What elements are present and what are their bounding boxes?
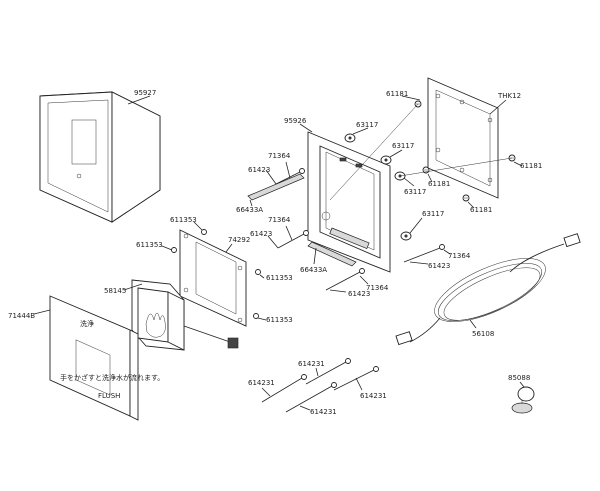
label-61181-d: 61181 [470,206,492,214]
bolts-614231 [261,358,379,413]
label-611353-a: 611353 [170,216,197,224]
label-71444B: 71444B [8,312,35,320]
rails-66433A [247,173,357,267]
label-71364-a: 71364 [268,152,291,160]
panel-line2: FLUSH [98,392,120,400]
screws-611353 [171,229,261,319]
label-61423-d: 61423 [348,290,370,298]
label-63117-a: 63117 [356,121,378,129]
plate-THK12 [427,77,499,199]
label-614231-b: 614231 [298,360,325,368]
label-66433A-a: 66433A [236,206,263,214]
label-61181-a: 61181 [386,90,408,98]
label-56108: 56108 [472,330,494,338]
label-95926: 95926 [284,117,307,125]
label-611353-d: 611353 [266,316,293,324]
label-74292: 74292 [228,236,250,244]
label-614231-a: 614231 [248,379,275,387]
label-614231-d: 614231 [360,392,387,400]
label-61423-c: 61423 [428,262,450,270]
label-63117-d: 63117 [422,210,444,218]
screws-71364 [275,168,445,291]
panel-kanji: 洗浄 [80,319,94,328]
label-611353-c: 611353 [266,274,293,282]
frame-95926 [307,131,391,273]
label-614231-c: 614231 [310,408,337,416]
label-85088: 85088 [508,374,530,382]
washers-63117 [344,133,412,241]
label-611353-b: 611353 [136,241,163,249]
label-71364-c: 71364 [448,252,471,260]
panel-line1: 手をかざすと洗浄水が流れます。 [60,373,164,382]
label-63117-c: 63117 [404,188,426,196]
ring-85088 [511,386,535,414]
label-66433A-b: 66433A [300,266,327,274]
label-71364-b: 71364 [268,216,291,224]
label-95927: 95927 [134,89,156,97]
label-61423-a: 61423 [248,166,270,174]
cover-box-95927 [39,91,161,223]
cable-56108 [395,233,581,346]
label-61181-b: 61181 [520,162,542,170]
label-58145: 58145 [104,287,126,295]
sensor-unit-58145 [131,279,239,351]
label-61181-c: 61181 [428,180,450,188]
screws-61181 [329,100,516,202]
bracket-74292 [179,229,247,327]
label-63117-b: 63117 [392,142,414,150]
label-71364-d: 71364 [366,284,389,292]
front-panel-71444B: 洗浄 手をかざすと洗浄水が流れます。 FLUSH [49,295,164,421]
label-61423-b: 61423 [250,230,272,238]
label-THK12: THK12 [497,92,521,100]
